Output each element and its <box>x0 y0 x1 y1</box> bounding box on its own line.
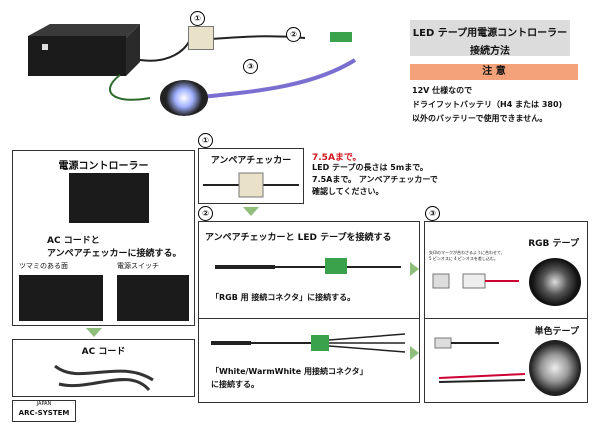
note-line-2: 7.5Aまで。 アンペアチェッカーで <box>312 175 438 184</box>
led-reel-photo <box>160 80 208 116</box>
arrow-down-step2 <box>243 207 259 216</box>
controller-photo <box>69 173 149 223</box>
power-controller-title: 電源コントローラー <box>58 161 149 172</box>
arrow-right-3 <box>410 346 419 360</box>
caution-line-3: 以外のバッテリーで使用できません。 <box>412 114 548 123</box>
step3-box: RGB テープ 矢印のマークが合わさるように合わせて、 5 ピンオスに 4 ピン… <box>424 221 588 403</box>
rgb-plug-photo <box>432 273 519 289</box>
power-controller-caption-2: アンペアチェッカーに接続する。 <box>47 249 182 259</box>
marker-1: ① <box>190 11 205 26</box>
step2-box: アンペアチェッカーと LED テープを接続する 「RGB 用 接続コネクタ」に接… <box>198 221 420 403</box>
rgb-tape-title: RGB テープ <box>528 239 579 249</box>
mono-tape-title: 単色テープ <box>534 327 579 337</box>
step3-divider <box>425 318 587 319</box>
white-caption-2: に接続する。 <box>211 380 259 389</box>
note-line-3: 確認してください。 <box>312 187 384 196</box>
rgb-note-2: 5 ピンオスに 4 ピンオスを差し込む。 <box>429 256 498 261</box>
caution-line-2: ドライフットバッテリ（H4 または 380) <box>412 100 563 109</box>
cable-drawing <box>109 35 357 101</box>
caution-heading: 注 意 <box>410 64 578 80</box>
mono-plug-photo <box>434 337 526 383</box>
title-box: LED テープ用電源コントローラー 接続方法 <box>410 20 570 57</box>
white-caption-1: 「White/WarmWhite 用接続コネクタ」 <box>211 367 368 376</box>
arrow-down-ac <box>86 328 102 337</box>
step2-divider <box>199 318 419 319</box>
power-box-photo <box>22 22 140 78</box>
mono-reel-photo <box>529 340 581 396</box>
step2-title: アンペアチェッカーと LED テープを接続する <box>205 233 392 243</box>
rgb-note-1: 矢印のマークが合わさるように合わせて、 <box>429 250 505 255</box>
note-line-1: LED テープの長さは 5mまで。 <box>312 163 428 172</box>
logo-line-1: JAPAN <box>36 401 52 407</box>
connector-photo <box>330 32 352 42</box>
note-red: 7.5Aまで。 <box>312 153 362 163</box>
marker-3: ③ <box>243 59 258 74</box>
power-controller-box: 電源コントローラー AC コードと アンペアチェッカーに接続する。 ツマミのある… <box>12 150 195 326</box>
ampere-checker-title: アンペアチェッカー <box>210 156 292 166</box>
title-line-1: LED テープ用電源コントローラー <box>412 28 568 39</box>
ampere-checker-device-photo <box>203 172 299 198</box>
title-line-2: 接続方法 <box>470 46 510 57</box>
rgb-connector-photo <box>215 258 401 274</box>
arrow-right-2 <box>410 262 419 276</box>
power-controller-caption-1: AC コードと <box>47 236 100 246</box>
label-switch: 電源スイッチ <box>117 262 159 270</box>
ampere-checker-box: アンペアチェッカー <box>198 148 304 204</box>
caution-box: 注 意 12V 仕様なので ドライフットバッテリ（H4 または 380) 以外の… <box>410 64 578 134</box>
step2-marker: ② <box>198 206 213 221</box>
ac-cord-box: AC コード <box>12 339 195 397</box>
brand-logo: JAPAN ARC-SYSTEM <box>12 400 76 422</box>
rgb-caption: 「RGB 用 接続コネクタ」に接続する。 <box>211 293 356 302</box>
knob-panel-photo <box>19 275 103 321</box>
ampere-checker-photo <box>188 26 214 50</box>
label-knob: ツマミのある面 <box>19 262 68 270</box>
rgb-reel-photo <box>529 258 581 306</box>
white-connector-photo <box>211 333 406 353</box>
ac-cord-photo <box>54 364 154 392</box>
logo-line-2: ARC-SYSTEM <box>18 409 70 417</box>
caution-line-1: 12V 仕様なので <box>412 86 473 95</box>
marker-2: ② <box>286 27 301 42</box>
ac-cord-title: AC コード <box>81 347 126 357</box>
switch-panel-photo <box>117 275 189 321</box>
step1-marker: ① <box>198 133 213 148</box>
step3-marker: ③ <box>425 206 440 221</box>
